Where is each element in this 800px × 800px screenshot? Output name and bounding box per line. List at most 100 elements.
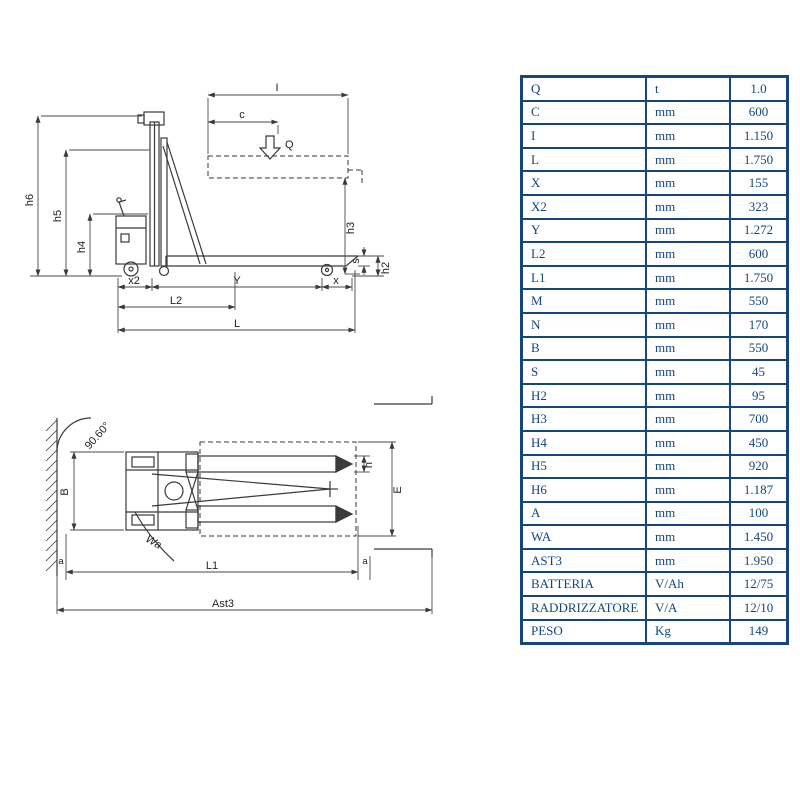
dim-label-i: I — [275, 82, 278, 94]
param-cell: Q — [520, 75, 647, 102]
table-row: H3 mm 700 — [520, 406, 789, 432]
table-row: N mm 170 — [520, 311, 789, 338]
param-cell: N — [520, 311, 647, 338]
unit-cell: mm — [645, 477, 731, 503]
param-cell: L2 — [520, 241, 647, 267]
value-cell: 920 — [729, 453, 789, 480]
value-cell: 155 — [729, 170, 789, 196]
unit-cell: V/Ah — [645, 571, 731, 598]
dim-label-l1: L1 — [206, 560, 218, 572]
unit-cell: mm — [645, 453, 731, 480]
dim-label-h5: h5 — [52, 210, 64, 222]
dim-label-h6: h6 — [24, 194, 36, 206]
param-cell: A — [520, 500, 647, 527]
table-row: H6 mm 1.187 — [520, 477, 789, 503]
value-cell: 550 — [729, 335, 789, 362]
table-row: H4 mm 450 — [520, 429, 789, 456]
top-view-drawing: 90.60° B E n Wa a a L1 Ast3 — [45, 396, 433, 614]
dim-label-h4: h4 — [76, 241, 88, 253]
param-cell: C — [520, 99, 647, 126]
param-cell: BATTERIA — [520, 571, 647, 598]
value-cell: 12/75 — [729, 571, 789, 598]
value-cell: 1.450 — [729, 524, 789, 550]
dim-label-x2: x2 — [128, 275, 140, 287]
dim-label-l2: L2 — [170, 295, 182, 307]
load-label-q: Q — [285, 139, 294, 151]
unit-cell: mm — [645, 311, 731, 338]
value-cell: 1.750 — [729, 146, 789, 173]
dim-label-c: c — [239, 109, 245, 121]
table-row: WA mm 1.450 — [520, 524, 789, 550]
dim-label-wa: Wa — [143, 533, 163, 552]
side-view-labels: h6 h5 h4 c I Q h3 s h2 x2 Y x L2 L — [24, 82, 392, 330]
table-row: X2 mm 323 — [520, 193, 789, 220]
unit-cell: mm — [645, 123, 731, 149]
side-view-dimension-lines — [30, 92, 384, 333]
table-row: BATTERIA V/Ah 12/75 — [520, 571, 789, 598]
param-cell: Y — [520, 217, 647, 244]
unit-cell: mm — [645, 170, 731, 196]
param-cell: L1 — [520, 264, 647, 291]
value-cell: 600 — [729, 99, 789, 126]
wall-hatching — [45, 419, 58, 572]
table-row: Q t 1.0 — [520, 75, 789, 102]
unit-cell: mm — [645, 193, 731, 220]
unit-cell: mm — [645, 500, 731, 527]
unit-cell: mm — [645, 547, 731, 574]
stacker-top-body — [56, 396, 433, 576]
param-cell: I — [520, 123, 647, 149]
dim-label-n: n — [363, 462, 375, 468]
spec-table: Q t 1.0 C mm 600 I mm 1.150 L — [520, 75, 789, 646]
unit-cell: mm — [645, 241, 731, 267]
param-cell: PESO — [520, 618, 647, 645]
param-cell: H6 — [520, 477, 647, 503]
param-cell: H3 — [520, 406, 647, 432]
value-cell: 12/10 — [729, 595, 789, 621]
dim-label-x: x — [333, 275, 339, 287]
table-row: Y mm 1.272 — [520, 217, 789, 244]
pallet-dashed-outline — [199, 441, 357, 537]
unit-cell: mm — [645, 382, 731, 409]
unit-cell: Kg — [645, 618, 731, 645]
value-cell: 95 — [729, 382, 789, 409]
table-row: B mm 550 — [520, 335, 789, 362]
value-cell: 1.187 — [729, 477, 789, 503]
value-cell: 1.0 — [729, 75, 789, 102]
value-cell: 550 — [729, 288, 789, 314]
param-cell: RADDRIZZATORE — [520, 595, 647, 621]
param-cell: WA — [520, 524, 647, 550]
unit-cell: mm — [645, 99, 731, 126]
param-cell: B — [520, 335, 647, 362]
table-row: M mm 550 — [520, 288, 789, 314]
table-row: H2 mm 95 — [520, 382, 789, 409]
param-cell: L — [520, 146, 647, 173]
top-view-labels: 90.60° B E n Wa a a L1 Ast3 — [58, 420, 404, 610]
unit-cell: mm — [645, 264, 731, 291]
unit-cell: mm — [645, 524, 731, 550]
value-cell: 600 — [729, 241, 789, 267]
value-cell: 170 — [729, 311, 789, 338]
unit-cell: mm — [645, 288, 731, 314]
value-cell: 1.950 — [729, 547, 789, 574]
dim-label-a-left: a — [58, 556, 64, 567]
param-cell: X — [520, 170, 647, 196]
table-row: C mm 600 — [520, 99, 789, 126]
dim-label-h2: h2 — [380, 262, 392, 274]
param-cell: H4 — [520, 429, 647, 456]
unit-cell: mm — [645, 335, 731, 362]
unit-cell: mm — [645, 429, 731, 456]
dim-label-angle: 90.60° — [83, 420, 113, 452]
technical-drawing: h6 h5 h4 c I Q h3 s h2 x2 Y x L2 L — [24, 82, 433, 614]
unit-cell: t — [645, 75, 731, 102]
value-cell: 45 — [729, 359, 789, 385]
table-row: L mm 1.750 — [520, 146, 789, 173]
table-row: L2 mm 600 — [520, 241, 789, 267]
table-row: X mm 155 — [520, 170, 789, 196]
value-cell: 700 — [729, 406, 789, 432]
top-view-dimension-lines — [56, 441, 433, 614]
raised-fork-dashed-outline — [207, 155, 363, 184]
value-cell: 323 — [729, 193, 789, 220]
side-view-drawing: h6 h5 h4 c I Q h3 s h2 x2 Y x L2 L — [24, 82, 392, 333]
unit-cell: mm — [645, 406, 731, 432]
